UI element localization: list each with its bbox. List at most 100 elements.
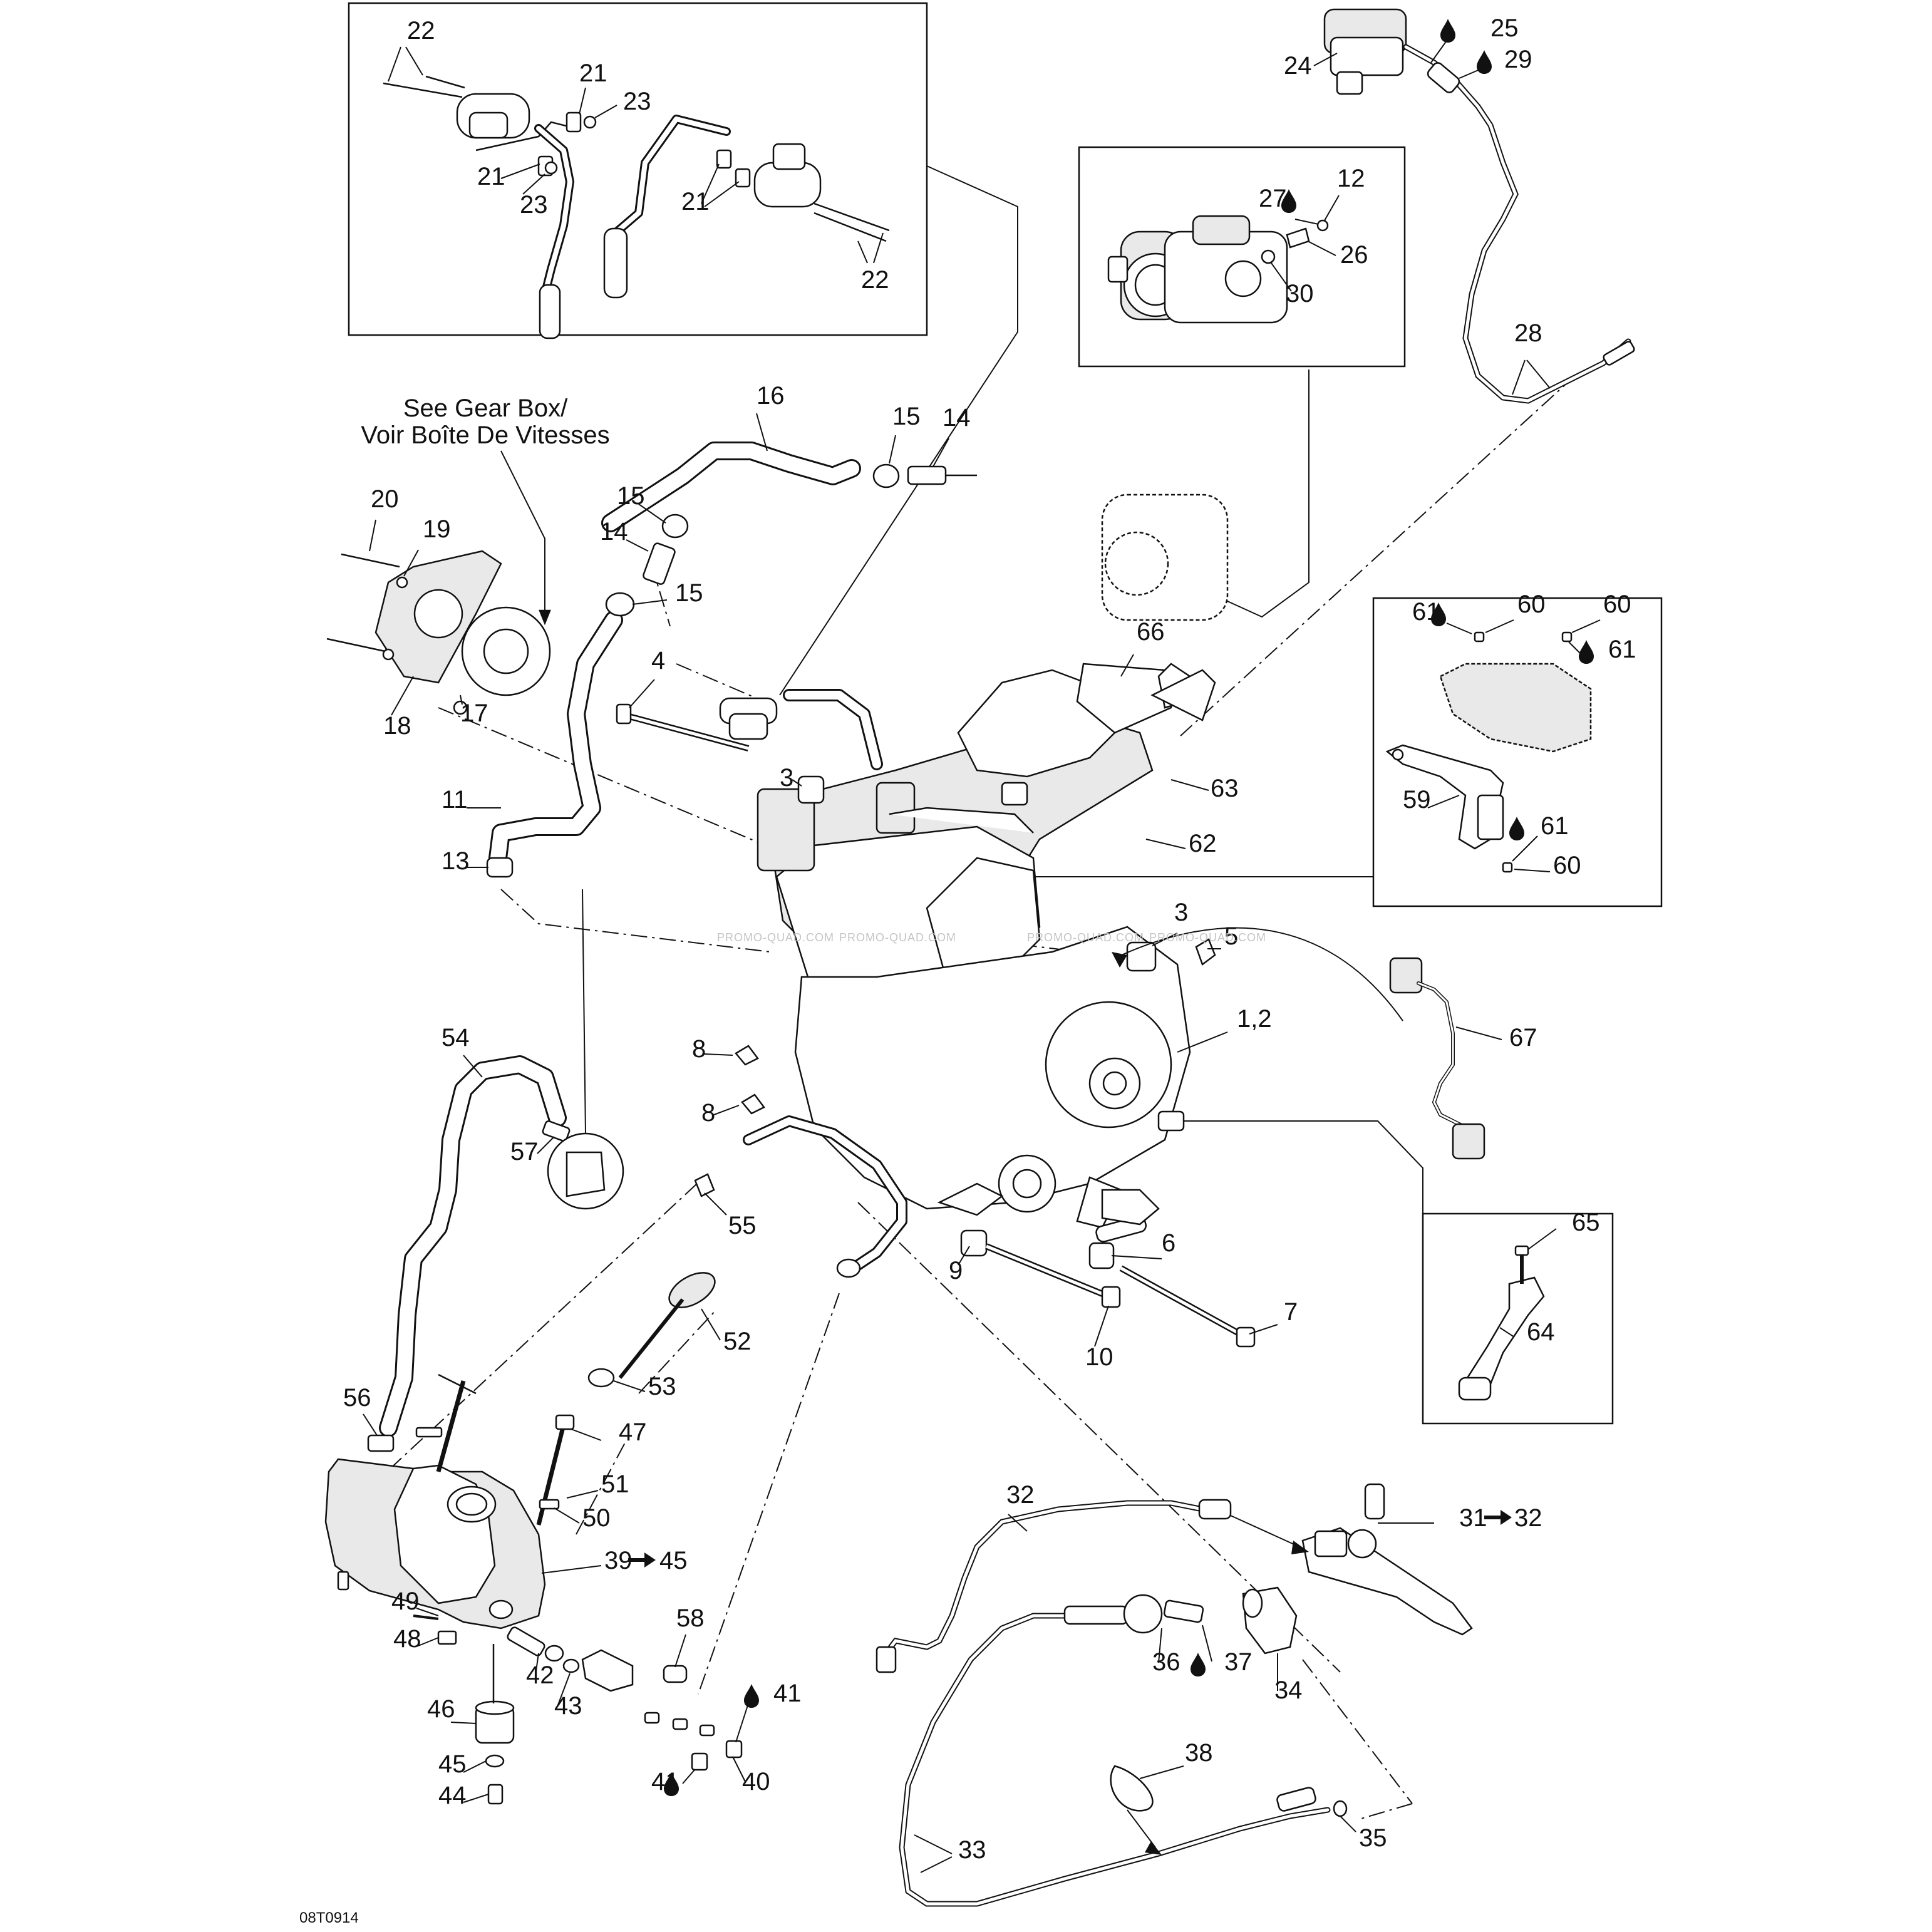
part-label-18: 18 — [383, 712, 411, 740]
part-label-32a: 32 — [1006, 1481, 1035, 1509]
part-label-23a: 23 — [623, 88, 651, 115]
part-label-54: 54 — [442, 1024, 470, 1051]
dipstick — [587, 1272, 721, 1392]
part-label-64: 64 — [1527, 1318, 1555, 1346]
part-label-57: 57 — [510, 1138, 539, 1165]
part-label-7: 7 — [1284, 1298, 1298, 1326]
bracket-leaders — [1427, 619, 1601, 872]
part-label-21b: 21 — [477, 163, 505, 190]
oil-line — [363, 889, 624, 1452]
part-label-19: 19 — [423, 515, 451, 543]
oil-drop-icon — [1191, 1653, 1206, 1676]
part-label-63: 63 — [1211, 775, 1239, 802]
part-label-13: 13 — [442, 847, 470, 875]
bracket-detail — [1385, 631, 1592, 873]
part-label-45b: 45 — [438, 1750, 467, 1778]
part-label-36: 36 — [1152, 1648, 1180, 1676]
engine-assembly — [719, 663, 1216, 1278]
part-label-10: 10 — [1085, 1343, 1113, 1371]
part-label-37: 37 — [1224, 1648, 1253, 1676]
part-label-30: 30 — [1286, 280, 1314, 307]
oil-tank-leaders — [416, 1428, 602, 1646]
range-arrow-markers — [628, 1510, 1512, 1568]
ignition-coil-detail-frame — [348, 2, 928, 336]
part-label-22: 22 — [407, 17, 435, 44]
diagram-code: 08T0914 — [299, 1909, 359, 1926]
arrow-icon — [1145, 1841, 1162, 1855]
part-label-60b: 60 — [1603, 591, 1631, 618]
throttle-cable-leaders — [1313, 40, 1551, 395]
oil-tank — [324, 1373, 575, 1645]
part-label-49: 49 — [391, 1588, 420, 1615]
sprocket-cover — [326, 550, 551, 715]
part-label-14a: 14 — [943, 404, 971, 431]
throttle-body-installed — [1101, 493, 1229, 621]
part-label-15c: 15 — [675, 579, 703, 607]
engine-mount-hardware — [616, 703, 1256, 1348]
oil-filter-parts — [475, 1626, 743, 1805]
arrow-icon — [1291, 1541, 1309, 1554]
arrow-right-icon — [628, 1552, 656, 1568]
oil-drop-icon — [1431, 602, 1446, 626]
part-label-33: 33 — [958, 1836, 986, 1864]
bracket-detail-frame — [1372, 597, 1663, 907]
part-label-50: 50 — [582, 1504, 611, 1532]
part-label-60c: 60 — [1553, 852, 1581, 879]
oil-filter-leaders — [450, 1634, 749, 1803]
throttle-leaders — [1271, 195, 1340, 292]
part-label-60a: 60 — [1517, 591, 1546, 618]
part-label-56: 56 — [343, 1384, 371, 1412]
part-label-17: 17 — [460, 700, 488, 727]
gear-shift-lever — [1101, 1189, 1557, 1401]
part-label-32b: 32 — [1514, 1504, 1542, 1532]
see-gearbox-note-line1: See Gear Box/ — [403, 395, 568, 422]
hose-leaders — [467, 413, 949, 868]
throttle-actuator — [1323, 8, 1635, 404]
part-label-35: 35 — [1359, 1824, 1387, 1852]
part-label-66: 66 — [1137, 618, 1165, 646]
oil-drop-icon — [1477, 50, 1492, 74]
part-label-55: 55 — [728, 1212, 757, 1239]
part-label-58: 58 — [676, 1604, 705, 1632]
watermark-3: PROMO-QUAD.COM — [1027, 931, 1144, 944]
part-label-43: 43 — [554, 1692, 582, 1720]
part-label-41a: 41 — [773, 1680, 802, 1707]
part-label-47: 47 — [619, 1418, 647, 1446]
brake-lever-assembly — [876, 1483, 1473, 1907]
part-label-46: 46 — [427, 1695, 455, 1723]
watermark-2: PROMO-QUAD.COM — [839, 931, 956, 944]
part-label-26: 26 — [1340, 241, 1368, 269]
part-label-3b: 3 — [1174, 899, 1188, 926]
gear-shift-detail-frame — [1422, 1212, 1614, 1425]
watermark: PROMO-QUAD.COM — [717, 931, 834, 944]
part-label-11: 11 — [442, 786, 468, 814]
oil-drop-icon — [1509, 817, 1524, 840]
see-gearbox-note-line2: Voir Boîte De Vitesses — [361, 421, 609, 449]
part-label-24: 24 — [1284, 52, 1312, 80]
part-label-15a: 15 — [892, 403, 921, 430]
part-label-14b: 14 — [600, 518, 628, 545]
breather-hoses — [486, 442, 977, 878]
oil-drop-icon — [744, 1684, 759, 1708]
part-label-3a: 3 — [780, 764, 793, 792]
part-label-45a: 45 — [659, 1547, 688, 1574]
part-label-12: 12 — [1337, 165, 1365, 192]
part-label-8b: 8 — [701, 1099, 715, 1127]
part-label-25: 25 — [1490, 14, 1519, 42]
part-label-39: 39 — [604, 1547, 633, 1574]
part-label-16: 16 — [757, 382, 785, 410]
ignition-leaders — [388, 46, 884, 264]
part-label-51: 51 — [601, 1470, 629, 1498]
part-label-38: 38 — [1185, 1739, 1213, 1767]
watermark-4: PROMO-QUAD.COM — [1149, 931, 1266, 944]
part-label-28: 28 — [1514, 319, 1542, 347]
part-label-21c: 21 — [681, 188, 710, 215]
part-label-52: 52 — [723, 1328, 752, 1355]
sprocket-leaders — [369, 450, 551, 716]
part-label-62: 62 — [1189, 830, 1217, 857]
part-label-22b: 22 — [861, 266, 889, 294]
oil-drop-icon — [664, 1772, 679, 1796]
part-label-59: 59 — [1403, 786, 1431, 814]
